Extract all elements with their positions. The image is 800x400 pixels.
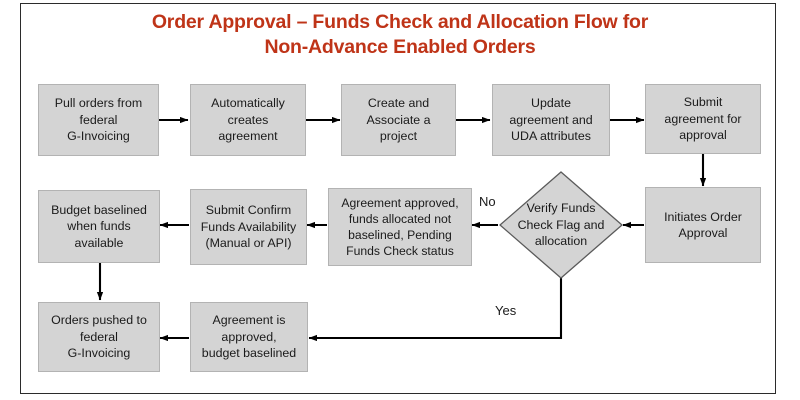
node-automatically-creates-agreement[interactable]: Automatically creates agreement bbox=[190, 84, 306, 156]
node-budget-baselined-when-funds-available[interactable]: Budget baselined when funds available bbox=[38, 190, 160, 263]
node-agreement-approved-pending-funds-check[interactable]: Agreement approved, funds allocated not … bbox=[328, 188, 472, 266]
edge-label-yes: Yes bbox=[495, 303, 517, 318]
edge-label-no: No bbox=[479, 194, 496, 209]
page-title: Order Approval – Funds Check and Allocat… bbox=[60, 10, 740, 60]
node-submit-confirm-funds-availability[interactable]: Submit Confirm Funds Availability (Manua… bbox=[190, 189, 307, 265]
node-pull-orders[interactable]: Pull orders from federal G-Invoicing bbox=[38, 84, 159, 156]
node-submit-agreement-for-approval[interactable]: Submit agreement for approval bbox=[645, 84, 761, 154]
decision-label: Verify Funds Check Flag and allocation bbox=[517, 201, 605, 249]
title-line-2: Non-Advance Enabled Orders bbox=[264, 36, 536, 58]
node-create-associate-project[interactable]: Create and Associate a project bbox=[341, 84, 456, 156]
decision-verify-funds-check[interactable]: Verify Funds Check Flag and allocation bbox=[499, 171, 623, 279]
node-update-agreement-uda[interactable]: Update agreement and UDA attributes bbox=[492, 84, 610, 156]
node-orders-pushed-to-federal-g-invoicing[interactable]: Orders pushed to federal G-Invoicing bbox=[38, 302, 160, 372]
node-initiates-order-approval[interactable]: Initiates Order Approval bbox=[645, 187, 761, 263]
diamond-shape bbox=[499, 171, 623, 279]
node-agreement-approved-budget-baselined[interactable]: Agreement is approved, budget baselined bbox=[190, 302, 308, 372]
title-line-1: Order Approval – Funds Check and Allocat… bbox=[151, 11, 649, 33]
